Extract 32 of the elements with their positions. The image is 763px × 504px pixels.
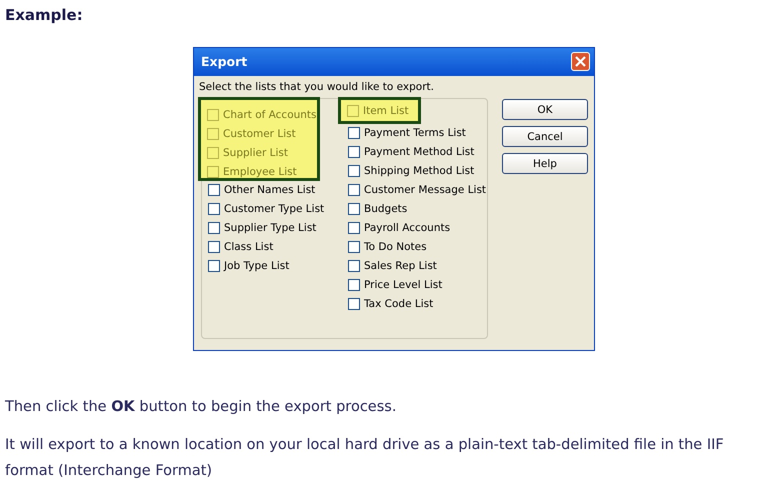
checkbox: Employee List — [207, 164, 297, 179]
checkbox: Chart of Accounts — [207, 107, 317, 122]
checkbox: Item List — [347, 103, 409, 118]
checkbox: Class List — [208, 239, 274, 254]
paragraph: Then click the OK button to begin the export process. — [5, 398, 398, 417]
heading: Example: — [5, 6, 83, 24]
checkbox: Supplier Type List — [208, 220, 316, 235]
paragraph: It will export to a known location on your local hard drive as a plain-text tab-delimited file in the IIF format (Interchange Format) — [5, 436, 725, 481]
group-box — [201, 98, 488, 339]
dialog-title: Export — [201, 54, 248, 69]
checkbox: Job Type List — [208, 258, 290, 273]
dialog-button: Cancel — [502, 126, 588, 147]
checkbox: Customer Type List — [208, 201, 324, 216]
dialog-button: OK — [502, 99, 588, 120]
checkbox: Customer List — [207, 126, 296, 141]
checkbox: Shipping Method List — [348, 163, 474, 178]
checkbox: Price Level List — [348, 277, 442, 292]
checkbox: Payroll Accounts — [348, 220, 450, 235]
highlight-box — [198, 97, 320, 181]
checkbox: Payment Method List — [348, 144, 474, 159]
dialog-button: Help — [502, 153, 588, 174]
dialog-window — [193, 47, 595, 351]
instruction-text: Select the lists that you would like to export. — [199, 81, 434, 93]
checkbox: Sales Rep List — [348, 258, 437, 273]
checkbox: Customer Message List — [348, 182, 486, 197]
checkbox: Budgets — [348, 201, 408, 216]
checkbox: Supplier List — [207, 145, 288, 160]
checkbox: Other Names List — [208, 182, 316, 197]
checkbox: Tax Code List — [348, 296, 434, 311]
checkbox: Payment Terms List — [348, 125, 466, 140]
checkbox: To Do Notes — [348, 239, 427, 254]
highlight-box — [338, 97, 421, 124]
